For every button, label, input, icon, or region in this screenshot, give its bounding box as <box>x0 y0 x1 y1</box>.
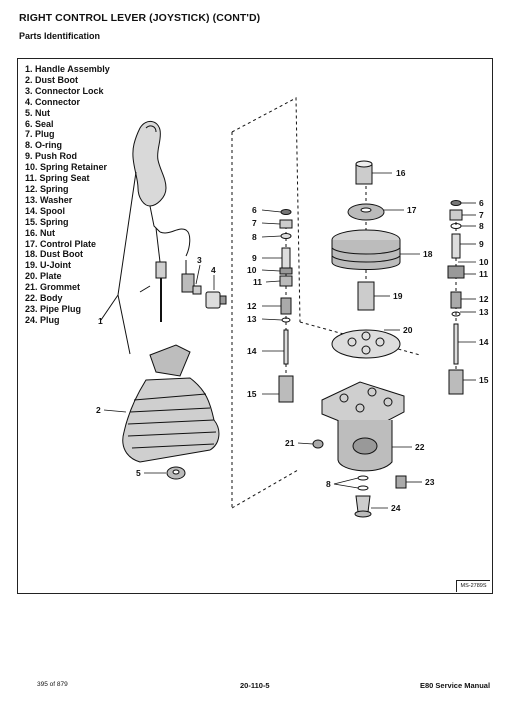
legend-item: 10. Spring Retainer <box>25 162 108 173</box>
callout-18: 18 <box>423 249 433 259</box>
legend-item: 5. Nut <box>25 107 51 118</box>
right-spool-stack <box>447 200 465 395</box>
legend-item: 11. Spring Seat <box>25 173 90 184</box>
section-subtitle: Parts Identification <box>19 31 101 41</box>
callout-14-right: 14 <box>479 337 489 347</box>
legend-item: 23. Pipe Plug <box>25 303 82 314</box>
callout-8-bottom: 8 <box>326 479 331 489</box>
legend-item: 6. Seal <box>25 118 54 129</box>
callout-14-left: 14 <box>247 346 257 356</box>
footer-page-number: 395 of 879 <box>37 681 68 688</box>
callout-1: 1 <box>98 316 103 326</box>
callout-3: 3 <box>197 255 202 265</box>
callout-8-left: 8 <box>252 232 257 242</box>
connector-drawing <box>192 285 227 309</box>
callout-5: 5 <box>136 468 141 478</box>
legend-item: 18. Dust Boot <box>25 249 84 260</box>
callout-19: 19 <box>393 291 403 301</box>
callout-22: 22 <box>415 442 425 452</box>
callout-13-right: 13 <box>479 307 489 317</box>
callout-10-right: 10 <box>479 257 489 267</box>
legend-item: 12. Spring <box>25 183 69 194</box>
callout-8-right: 8 <box>479 221 484 231</box>
exploded-parts-diagram: 1 2 3 4 5 6 7 8 9 10 11 12 13 14 15 16 1… <box>96 97 489 518</box>
legend-item: 16. Nut <box>25 227 56 238</box>
legend-item: 24. Plug <box>25 314 60 325</box>
callout-6-right: 6 <box>479 198 484 208</box>
callout-2: 2 <box>96 405 101 415</box>
legend-item: 3. Connector Lock <box>25 85 104 96</box>
callout-13-left: 13 <box>247 314 257 324</box>
footer-section-code: 20-110-5 <box>240 681 270 690</box>
callout-7-right: 7 <box>479 210 484 220</box>
callout-10-left: 10 <box>247 265 257 275</box>
handle-assembly-drawing <box>132 121 195 322</box>
parts-legend: 1. Handle Assembly 2. Dust Boot 3. Conne… <box>25 64 110 326</box>
callout-11-right: 11 <box>479 269 488 279</box>
callout-4: 4 <box>211 265 216 275</box>
figure-frame <box>17 58 493 594</box>
legend-item: 22. Body <box>25 293 63 304</box>
figure-code: MS-2789S <box>456 580 490 592</box>
dust-boot-drawing <box>122 344 220 463</box>
callout-20: 20 <box>403 325 413 335</box>
callout-15-right: 15 <box>479 375 489 385</box>
callout-9-right: 9 <box>479 239 484 249</box>
callout-6-left: 6 <box>252 205 257 215</box>
valve-body-drawing <box>321 381 405 472</box>
legend-item: 1. Handle Assembly <box>25 64 110 74</box>
center-stack <box>331 160 401 359</box>
callout-15-left: 15 <box>247 389 257 399</box>
callout-12-right: 12 <box>479 294 489 304</box>
leader-lines <box>103 172 476 509</box>
legend-item: 4. Connector <box>25 96 81 107</box>
callout-23: 23 <box>425 477 435 487</box>
callout-9-left: 9 <box>252 253 257 263</box>
legend-item: 13. Washer <box>25 194 73 205</box>
legend-item: 9. Push Rod <box>25 151 78 162</box>
callout-12-left: 12 <box>247 301 257 311</box>
legend-item: 15. Spring <box>25 216 69 227</box>
callout-17: 17 <box>407 205 417 215</box>
callout-7-left: 7 <box>252 218 257 228</box>
page-title: RIGHT CONTROL LEVER (JOYSTICK) (CONT'D) <box>19 12 261 24</box>
left-spool-stack <box>278 209 294 403</box>
legend-item: 21. Grommet <box>25 282 81 293</box>
callout-11-left: 11 <box>253 277 262 287</box>
callout-21: 21 <box>285 438 295 448</box>
legend-item: 17. Control Plate <box>25 238 97 249</box>
legend-item: 7. Plug <box>25 129 55 140</box>
callout-24: 24 <box>391 503 401 513</box>
legend-item: 8. O-ring <box>25 140 63 151</box>
callout-16: 16 <box>396 168 406 178</box>
legend-item: 19. U-Joint <box>25 260 72 271</box>
legend-item: 14. Spool <box>25 205 66 216</box>
legend-item: 20. Plate <box>25 271 62 282</box>
legend-item: 2. Dust Boot <box>25 74 79 85</box>
footer-manual-title: E80 Service Manual <box>420 681 491 690</box>
